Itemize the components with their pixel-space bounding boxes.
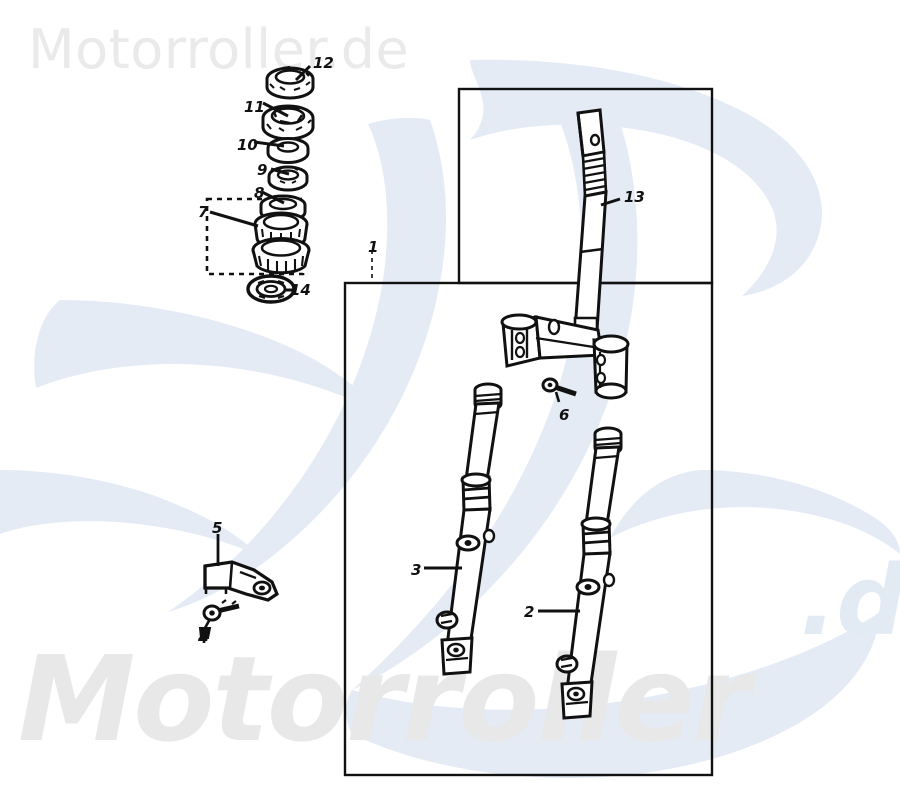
part-adjuster-nut: [261, 104, 315, 141]
part-lock-washer: [266, 137, 310, 164]
callout-2[interactable]: 2: [524, 603, 535, 621]
callout-6[interactable]: 6: [559, 406, 570, 424]
callout-12[interactable]: 12: [313, 54, 334, 72]
leader-7: [209, 210, 259, 228]
callout-8[interactable]: 8: [254, 184, 265, 202]
leader-12: [294, 64, 312, 82]
part-clamp-bolt: [541, 377, 577, 397]
part-cable-bracket: [203, 560, 279, 602]
callout-3[interactable]: 3: [411, 561, 422, 579]
part-triple-clamp: [500, 313, 630, 400]
callout-11[interactable]: 11: [244, 98, 265, 116]
callout-7[interactable]: 7: [198, 203, 209, 221]
part-right-fork-leg: [555, 426, 623, 720]
callout-5[interactable]: 5: [212, 519, 223, 537]
callout-9[interactable]: 9: [257, 161, 268, 179]
callout-10[interactable]: 10: [237, 136, 258, 154]
leader-6: [554, 391, 561, 403]
part-upper-bearing: [251, 211, 311, 275]
part-steering-stem: [573, 108, 608, 344]
part-left-fork-leg: [435, 382, 503, 676]
callout-1[interactable]: 1: [368, 238, 379, 256]
callout-14[interactable]: 14: [290, 281, 311, 299]
leader-11: [262, 101, 289, 118]
callout-4[interactable]: 4: [198, 629, 209, 647]
leader-4: [203, 618, 212, 629]
callout-13[interactable]: 13: [624, 188, 645, 206]
